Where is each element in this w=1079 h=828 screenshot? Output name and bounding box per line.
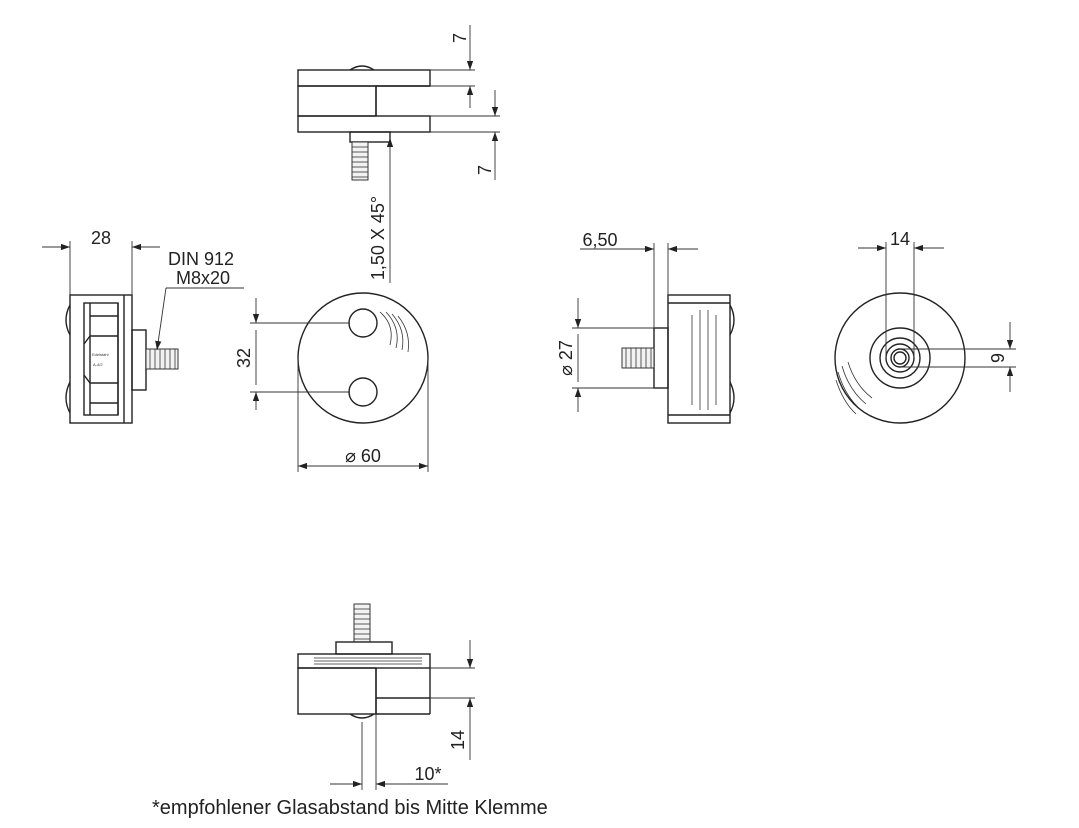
dim-boss-diameter: ⌀ 27 [556, 340, 576, 376]
label-screw-size: M8x20 [176, 268, 230, 288]
dim-side-width: 28 [91, 228, 111, 248]
dim-bottom-gap: 14 [448, 730, 468, 750]
dim-top-upper-gap: 7 [450, 33, 470, 43]
dim-outer-diameter: ⌀ 60 [345, 446, 381, 466]
rear-view: 14 9 [834, 229, 1016, 424]
thread-hatching [352, 146, 368, 178]
side-view-left: Edelstahl A-4/2 28 DIN 912 M8x20 [42, 228, 244, 424]
side-view-right: 6,50 ⌀ 27 [556, 230, 735, 424]
dim-rear-width: 14 [890, 229, 910, 249]
thread-hatching [149, 349, 176, 369]
engraving-line-1: Edelstahl [92, 352, 109, 357]
bottom-view: 14 10* [297, 603, 475, 790]
top-view: 7 7 1,50 X 45° [297, 25, 500, 283]
dim-step-width: 6,50 [582, 230, 617, 250]
engraving-line-2: A-4/2 [93, 362, 103, 367]
thread-hatching [625, 348, 652, 368]
dim-glass-distance: 10* [414, 764, 441, 784]
footnote: *empfohlener Glasabstand bis Mitte Klemm… [152, 797, 548, 819]
thread-hatching [354, 608, 370, 640]
dim-top-lower-gap: 7 [475, 165, 495, 175]
label-screw-standard: DIN 912 [168, 249, 234, 269]
dim-rear-height: 9 [988, 353, 1008, 363]
dim-hole-spacing: 32 [234, 348, 254, 368]
dim-chamfer: 1,50 X 45° [368, 196, 388, 280]
front-view: 32 ⌀ 60 [234, 292, 429, 472]
